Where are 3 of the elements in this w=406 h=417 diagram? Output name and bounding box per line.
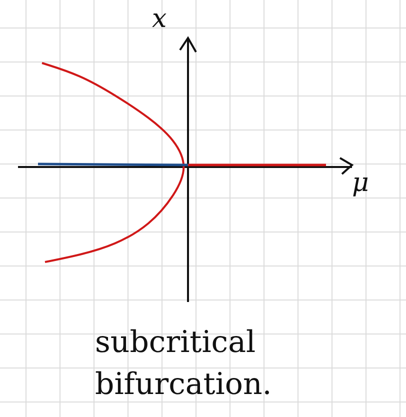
caption: subcritical bifurcation. xyxy=(95,324,273,404)
axis-label: μ xyxy=(352,168,369,198)
axis-label: x xyxy=(152,4,167,34)
